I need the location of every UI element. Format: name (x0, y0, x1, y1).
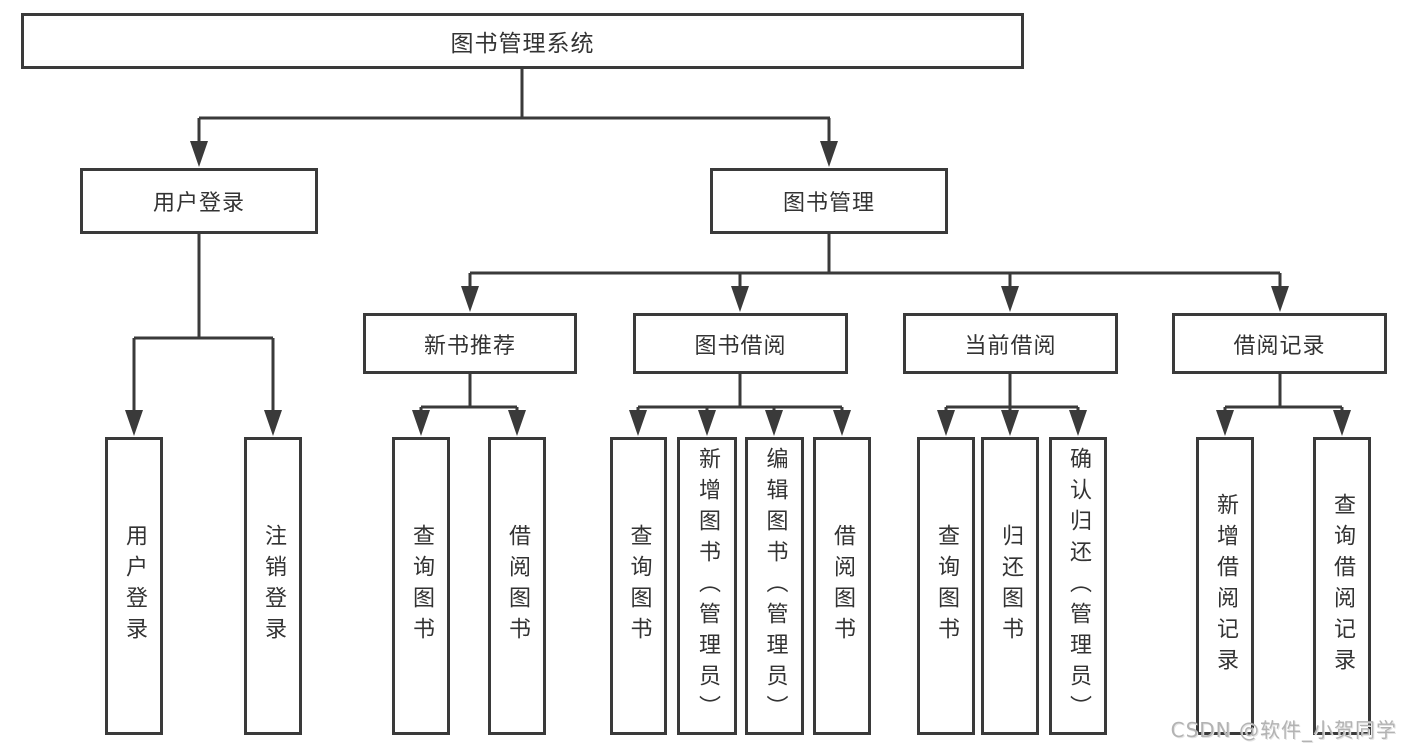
leaf-add-book-admin: 新增图书（管理员） (677, 437, 737, 735)
node-root: 图书管理系统 (21, 13, 1024, 69)
leaf-logout-label: 注销登录 (261, 524, 286, 648)
node-book-borrow: 图书借阅 (633, 313, 848, 374)
leaf-borrow-books: 借阅图书 (813, 437, 871, 735)
leaf-query-borrow-record-label: 查询借阅记录 (1330, 493, 1355, 679)
node-user-login: 用户登录 (80, 168, 318, 234)
leaf-add-borrow-record-label: 新增借阅记录 (1213, 493, 1238, 679)
node-new-book-rec-label: 新书推荐 (423, 333, 516, 359)
leaf-query-books-rec: 查询图书 (392, 437, 450, 735)
leaf-logout: 注销登录 (244, 437, 302, 735)
node-borrow-records: 借阅记录 (1172, 313, 1387, 374)
node-book-mgmt-label: 图书管理 (782, 191, 875, 216)
leaf-query-books-borrow: 查询图书 (610, 437, 667, 735)
leaf-query-books-borrow-label: 查询图书 (626, 524, 652, 648)
leaf-confirm-return-admin: 确认归还（管理员） (1049, 437, 1107, 735)
node-user-login-label: 用户登录 (152, 191, 245, 216)
leaf-edit-book-admin-label: 编辑图书（管理员） (762, 446, 788, 726)
connector-borrow-records-to-leaves (1216, 374, 1351, 436)
connector-book-borrow-to-leaves (629, 374, 851, 436)
node-current-borrow-label: 当前借阅 (964, 333, 1057, 359)
connector-current-borrow-to-leaves (937, 374, 1087, 436)
leaf-borrow-books-label: 借阅图书 (830, 524, 855, 648)
connector-root-to-level2 (190, 69, 838, 167)
connector-book-mgmt-to-level3 (461, 234, 1289, 312)
node-book-mgmt: 图书管理 (710, 168, 948, 234)
leaf-query-borrow-record: 查询借阅记录 (1313, 437, 1371, 735)
csdn-watermark: CSDN @软件_小贺同学 (1170, 718, 1397, 742)
leaf-query-books-current: 查询图书 (917, 437, 975, 735)
leaf-borrow-books-rec: 借阅图书 (488, 437, 546, 735)
leaf-return-books-label: 归还图书 (998, 524, 1023, 648)
leaf-edit-book-admin: 编辑图书（管理员） (745, 437, 804, 735)
leaf-return-books: 归还图书 (981, 437, 1039, 735)
leaf-add-borrow-record: 新增借阅记录 (1196, 437, 1254, 735)
leaf-add-book-admin-label: 新增图书（管理员） (695, 446, 720, 726)
node-borrow-records-label: 借阅记录 (1233, 333, 1326, 359)
leaf-query-books-current-label: 查询图书 (934, 524, 959, 648)
leaf-borrow-books-rec-label: 借阅图书 (505, 524, 530, 648)
node-new-book-rec: 新书推荐 (363, 313, 577, 374)
connector-new-book-rec-to-leaves (412, 374, 526, 436)
leaf-user-login: 用户登录 (105, 437, 163, 735)
leaf-confirm-return-admin-label: 确认归还（管理员） (1066, 446, 1091, 726)
leaf-user-login-label: 用户登录 (122, 524, 147, 648)
node-book-borrow-label: 图书借阅 (694, 333, 787, 359)
leaf-query-books-rec-label: 查询图书 (409, 524, 434, 648)
node-root-label: 图书管理系统 (450, 31, 595, 57)
node-current-borrow: 当前借阅 (903, 313, 1118, 374)
connector-user-login-to-leaves (125, 234, 282, 436)
